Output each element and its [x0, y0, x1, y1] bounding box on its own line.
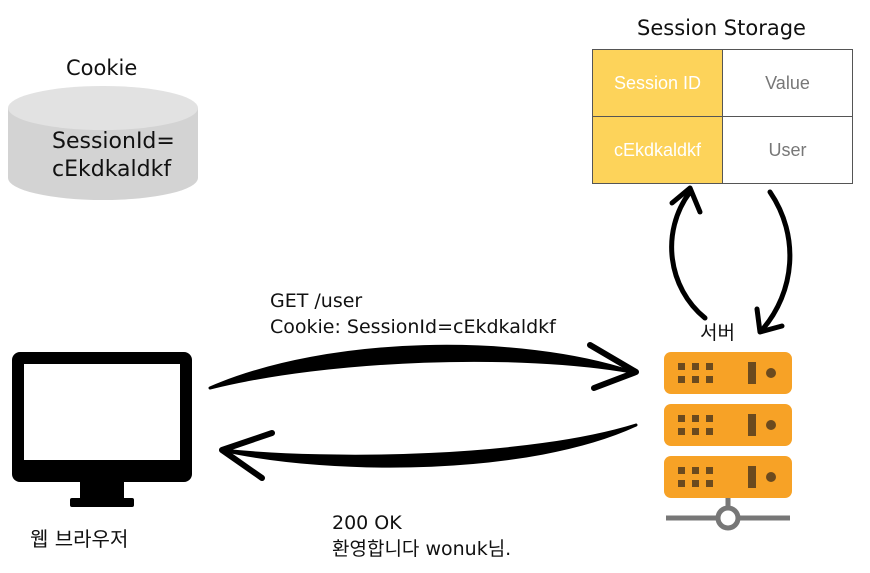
cookie-title: Cookie [66, 56, 138, 80]
server-network-connector [666, 498, 790, 531]
lookup-arrow [669, 189, 708, 321]
request-arrowhead [587, 342, 639, 391]
server-label: 서버 [700, 322, 735, 344]
session-storage-header-row: Session ID Value [592, 49, 853, 117]
lookup-arrowhead [669, 185, 703, 215]
server-rack-1 [664, 352, 792, 394]
cookie-session-id: SessionId= cEkdkaldkf [52, 128, 175, 183]
request-text: GET /user Cookie: SessionId=cEkdkaldkf [270, 288, 556, 340]
session-id-cell: cEkdkaldkf [592, 116, 723, 184]
session-storage-row: cEkdkaldkf User [592, 116, 853, 184]
value-header: Value [722, 49, 853, 117]
response-status-line: 200 OK [332, 512, 402, 534]
server-icon [664, 352, 792, 531]
return-arrowhead [754, 306, 785, 335]
cookie-session-key: SessionId= [52, 129, 175, 154]
response-message-line: 환영합니다 wonuk님. [332, 538, 512, 561]
request-cookie-line: Cookie: SessionId=cEkdkaldkf [270, 316, 556, 339]
cookie-session-value: cEkdkaldkf [52, 156, 172, 182]
cookie-cylinder-icon [8, 86, 198, 200]
browser-label: 웹 브라우저 [30, 527, 129, 551]
request-arrow [208, 344, 634, 390]
request-method-line: GET /user [270, 290, 363, 312]
monitor-icon [12, 352, 192, 507]
server-rack-3 [664, 456, 792, 498]
response-text: 200 OK 환영합니다 wonuk님. [332, 510, 511, 562]
session-id-header: Session ID [592, 49, 723, 117]
response-arrowhead [219, 430, 275, 481]
return-arrow [759, 189, 793, 333]
server-rack-2 [664, 404, 792, 446]
value-cell: User [722, 116, 853, 184]
session-storage-table: Session ID Value cEkdkaldkf User [592, 49, 853, 184]
session-storage-title: Session Storage [637, 16, 806, 40]
response-arrow [220, 423, 638, 468]
